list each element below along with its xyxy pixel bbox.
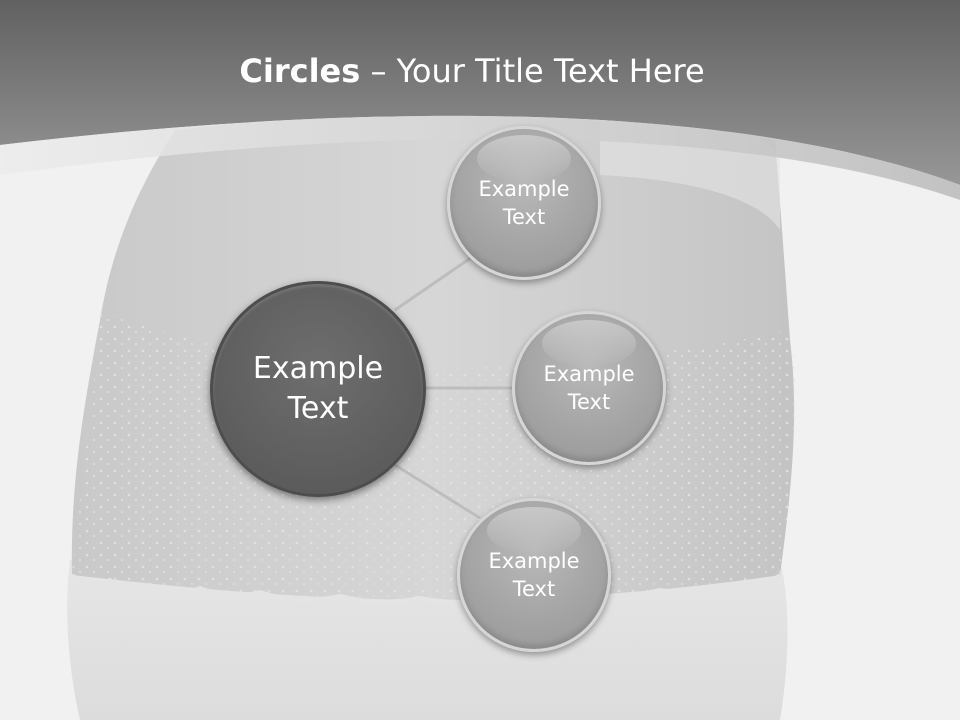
- outer-circle-label: Example Text: [543, 361, 635, 414]
- title-rest: – Your Title Text Here: [360, 52, 705, 90]
- center-circle: Example Text: [210, 281, 426, 497]
- outer-circle-top: Example Text: [447, 126, 601, 280]
- outer-circle-bottom: Example Text: [457, 498, 611, 652]
- connector-line-top: [394, 253, 476, 312]
- title-bold: Circles: [239, 52, 361, 90]
- outer-circle-middle: Example Text: [512, 311, 666, 465]
- center-circle-label: Example Text: [252, 350, 384, 427]
- page-title: Circles – Your Title Text Here: [0, 52, 944, 90]
- header-band: [0, 0, 960, 200]
- connector-line-bottom: [394, 463, 481, 520]
- outer-circle-label: Example Text: [478, 176, 570, 229]
- outer-circle-label: Example Text: [488, 548, 580, 601]
